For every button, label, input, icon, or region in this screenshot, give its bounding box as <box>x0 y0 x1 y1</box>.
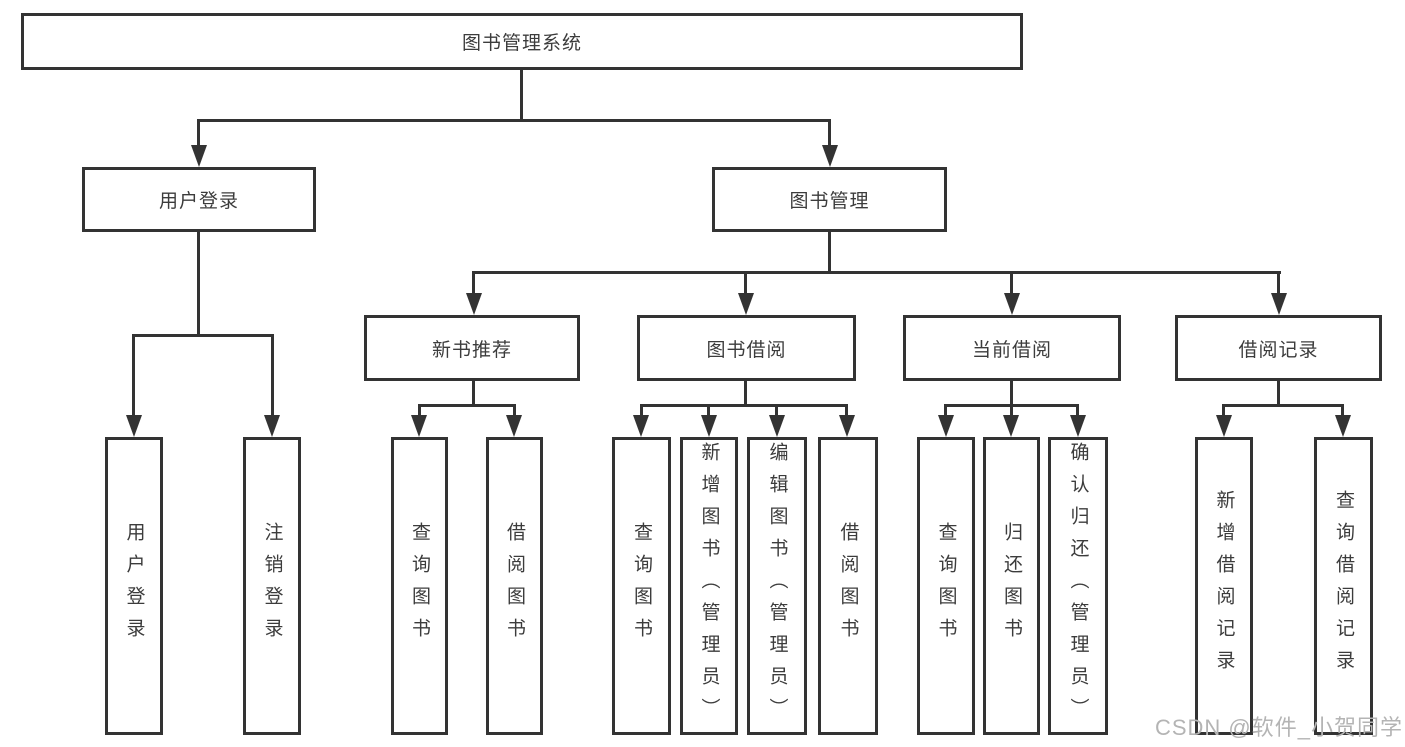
leaf-label: 归还图书 <box>1001 522 1022 650</box>
node-label: 图书管理 <box>789 191 870 212</box>
connector-borrow-leaf3-drop <box>775 404 778 418</box>
node-user-login: 用户登录 <box>82 167 316 232</box>
leaf-borrow-add-books-admin: 新增图书（管理员） <box>680 437 738 735</box>
arrowhead-user-leaf2 <box>264 415 280 437</box>
leaf-label: 借阅图书 <box>504 522 525 650</box>
leaf-label: 用户登录 <box>123 522 145 650</box>
arrowhead-user-login <box>191 145 207 167</box>
node-label: 新书推荐 <box>431 339 512 361</box>
leaf-label: 查询图书 <box>935 522 957 650</box>
connector-records-drop <box>1277 271 1280 296</box>
leaf-label: 确认归还（管理员） <box>1067 442 1089 730</box>
leaf-borrow-query-books: 查询图书 <box>612 437 671 735</box>
node-borrow-records: 借阅记录 <box>1175 315 1382 381</box>
connector-recommend-leaf1-drop <box>418 404 421 418</box>
leaf-recommend-borrow-books: 借阅图书 <box>486 437 543 735</box>
arrowhead-recommend-leaf2 <box>506 415 522 437</box>
connector-root-stem <box>520 69 523 121</box>
arrowhead-borrow <box>738 293 754 315</box>
connector-borrow-leaf1-drop <box>640 404 643 418</box>
leaf-label: 注销登录 <box>261 522 283 650</box>
connector-mgmt-stem <box>828 232 831 274</box>
leaf-label: 查询图书 <box>409 522 430 650</box>
leaf-label: 查询图书 <box>631 522 652 650</box>
connector-recommend-drop <box>472 271 475 296</box>
leaf-records-query-record: 查询借阅记录 <box>1314 437 1373 735</box>
leaf-label: 借阅图书 <box>837 522 859 650</box>
connector-recommend-stem <box>472 381 475 407</box>
connector-borrow-stem <box>744 381 747 407</box>
csdn-watermark: CSDN @软件_小贺同学 <box>1154 715 1403 740</box>
arrowhead-user-leaf1 <box>126 415 142 437</box>
node-label: 图书管理系统 <box>461 33 582 54</box>
connector-level2-bar <box>472 271 1281 274</box>
connector-user-bar <box>132 334 274 337</box>
arrowhead-borrow-leaf1 <box>633 415 649 437</box>
leaf-recommend-query-books: 查询图书 <box>391 437 448 735</box>
leaf-current-return-books: 归还图书 <box>983 437 1040 735</box>
connector-book-mgmt-drop <box>828 119 831 149</box>
arrowhead-current-leaf2 <box>1003 415 1019 437</box>
node-label: 图书借阅 <box>706 339 787 361</box>
connector-records-leaf1-drop <box>1222 404 1225 418</box>
leaf-label: 查询借阅记录 <box>1333 490 1354 682</box>
arrowhead-current <box>1004 293 1020 315</box>
connector-level1-bar <box>197 119 831 122</box>
arrowhead-records <box>1271 293 1287 315</box>
arrowhead-borrow-leaf3 <box>769 415 785 437</box>
arrowhead-recommend <box>466 293 482 315</box>
node-book-borrow: 图书借阅 <box>637 315 856 381</box>
connector-records-bar <box>1222 404 1344 407</box>
connector-current-drop <box>1010 271 1013 296</box>
leaf-label: 新增图书（管理员） <box>698 442 720 730</box>
connector-current-leaf1-drop <box>944 404 947 418</box>
node-label: 借阅记录 <box>1238 339 1319 361</box>
leaf-borrow-borrow-books: 借阅图书 <box>818 437 878 735</box>
connector-records-stem <box>1277 381 1280 407</box>
connector-user-leaf1-drop <box>132 334 135 417</box>
connector-user-stem <box>197 232 200 337</box>
node-current-borrow: 当前借阅 <box>903 315 1121 381</box>
arrowhead-book-mgmt <box>822 145 838 167</box>
connector-current-leaf3-drop <box>1076 404 1079 418</box>
node-book-management: 图书管理 <box>712 167 947 232</box>
arrowhead-recommend-leaf1 <box>411 415 427 437</box>
arrowhead-current-leaf1 <box>938 415 954 437</box>
leaf-label: 新增借阅记录 <box>1213 490 1235 682</box>
connector-recommend-bar <box>418 404 516 407</box>
connector-user-leaf2-drop <box>271 334 274 417</box>
connector-user-login-drop <box>197 119 200 149</box>
arrowhead-records-leaf2 <box>1335 415 1351 437</box>
connector-recommend-leaf2-drop <box>513 404 516 418</box>
leaf-label: 编辑图书（管理员） <box>766 442 788 730</box>
connector-borrow-bar <box>640 404 848 407</box>
leaf-records-add-record: 新增借阅记录 <box>1195 437 1253 735</box>
arrowhead-borrow-leaf4 <box>839 415 855 437</box>
node-label: 当前借阅 <box>971 339 1052 361</box>
arrowhead-records-leaf1 <box>1216 415 1232 437</box>
connector-current-leaf2-drop <box>1010 404 1013 418</box>
connector-borrow-drop <box>744 271 747 296</box>
leaf-logout: 注销登录 <box>243 437 301 735</box>
leaf-user-login: 用户登录 <box>105 437 163 735</box>
connector-records-leaf2-drop <box>1341 404 1344 418</box>
leaf-current-confirm-return-admin: 确认归还（管理员） <box>1048 437 1108 735</box>
connector-current-stem <box>1010 381 1013 407</box>
leaf-current-query-books: 查询图书 <box>917 437 975 735</box>
arrowhead-current-leaf3 <box>1070 415 1086 437</box>
node-new-book-recommend: 新书推荐 <box>364 315 580 381</box>
leaf-borrow-edit-books-admin: 编辑图书（管理员） <box>747 437 807 735</box>
node-library-management-system: 图书管理系统 <box>21 13 1023 70</box>
node-label: 用户登录 <box>158 191 239 212</box>
connector-borrow-leaf2-drop <box>707 404 710 418</box>
connector-borrow-leaf4-drop <box>845 404 848 418</box>
arrowhead-borrow-leaf2 <box>701 415 717 437</box>
